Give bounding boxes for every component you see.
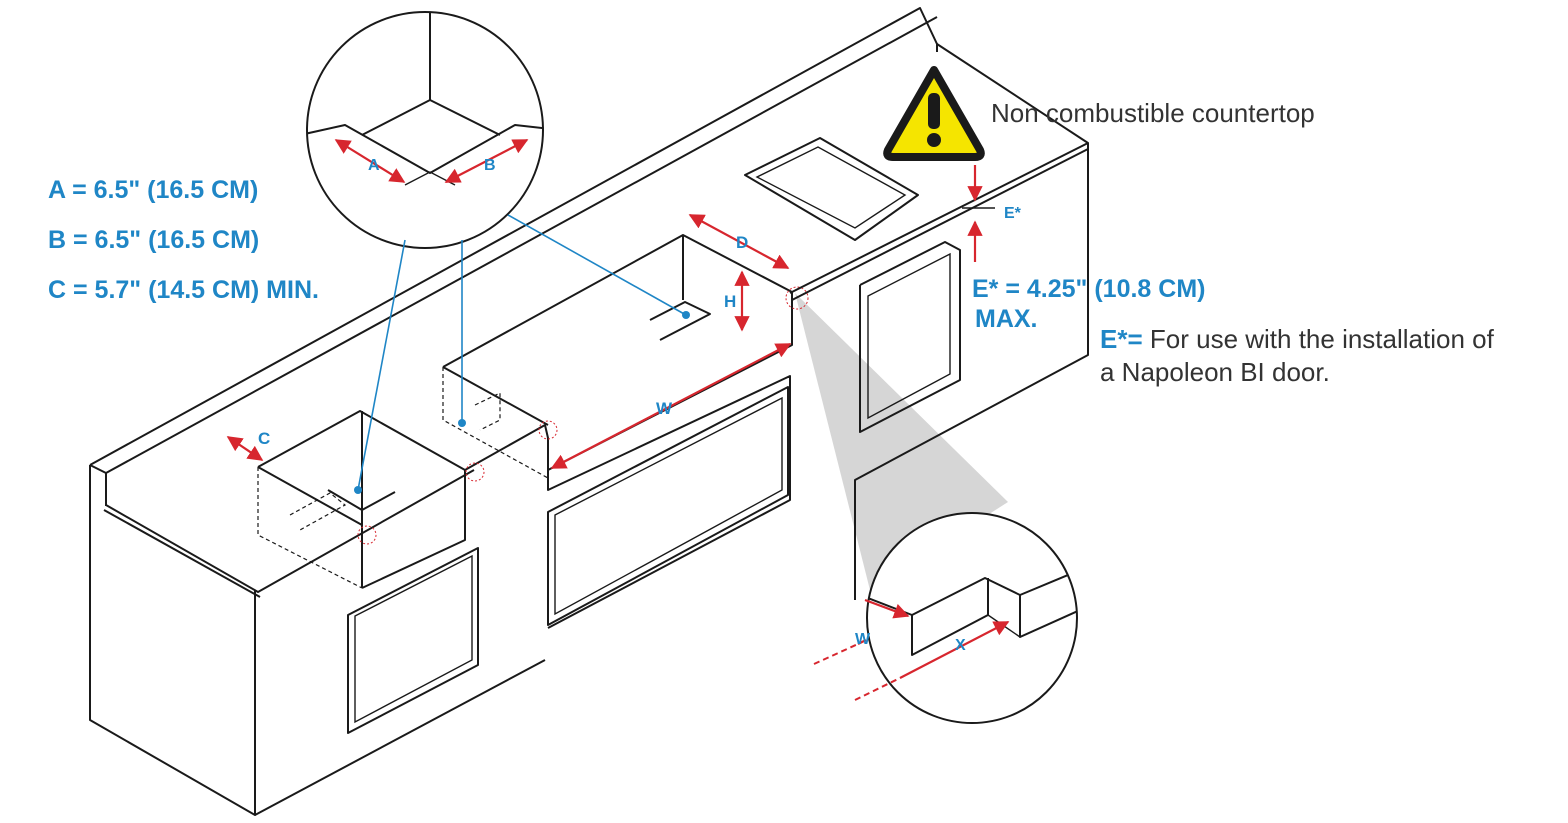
warning-label: Non combustible countertop (991, 98, 1315, 128)
dimension-arrows (226, 165, 995, 469)
back-wall (89, 7, 1089, 506)
dimension-x-letter: X (955, 637, 966, 654)
e-note-prefix: E*= (1100, 324, 1143, 354)
warning-triangle-icon (883, 66, 985, 161)
zoom-circle-top: A B (306, 11, 544, 249)
e-value-line2: MAX. (975, 305, 1038, 333)
e-note-text: For use with the installation of (1143, 324, 1495, 354)
middle-cutout (442, 234, 809, 629)
dimension-h-letter: H (724, 292, 736, 311)
left-cabinet (89, 465, 546, 816)
left-cutout (257, 410, 466, 589)
spec-b: B = 6.5" (16.5 CM) (48, 226, 259, 254)
dimension-b-letter: B (484, 157, 496, 174)
dimension-w-letter: W (656, 399, 673, 418)
dimension-d-letter: D (736, 233, 748, 252)
dimension-w-detail-letter: W (855, 631, 871, 648)
spec-c: C = 5.7" (14.5 CM) MIN. (48, 276, 319, 304)
dimension-e-marker: E* (1004, 205, 1022, 222)
dimension-a-letter: A (368, 157, 380, 174)
leader-lines (354, 214, 690, 494)
e-note-line1: E*= For use with the installation of (1100, 324, 1495, 354)
right-counter (744, 137, 1089, 600)
spec-a: A = 6.5" (16.5 CM) (48, 176, 258, 204)
dimension-c-letter: C (258, 429, 270, 448)
zoom-circle-detail: W X (813, 512, 1078, 724)
e-note-line2: a Napoleon BI door. (1100, 357, 1330, 387)
e-value-line1: E* = 4.25" (10.8 CM) (972, 275, 1205, 303)
